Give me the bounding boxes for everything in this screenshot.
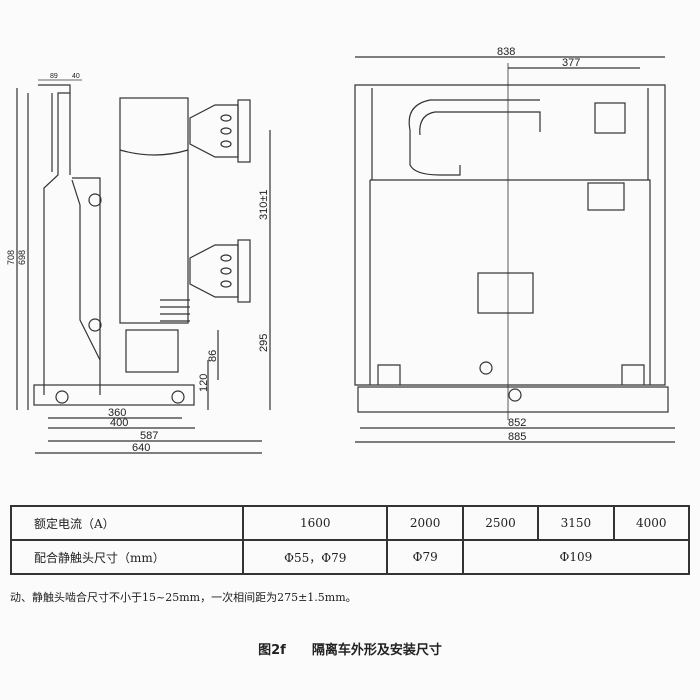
dim-885: 885 (508, 431, 526, 443)
table-cell: 2500 (461, 505, 540, 541)
side-view (16, 79, 271, 454)
dim-89: 89 (50, 73, 58, 80)
table-cell: 1600 (241, 505, 389, 541)
dim-360: 360 (108, 407, 126, 419)
table-row: 配合静触头尺寸（mm） Φ55，Φ79 Φ79 Φ109 (10, 539, 691, 575)
table-cell: 3150 (537, 505, 615, 541)
dim-40: 40 (72, 73, 80, 80)
table-cell: 2000 (386, 505, 464, 541)
note-text: 动、静触头啮合尺寸不小于15~25mm，一次相间距为275±1.5mm。 (10, 591, 357, 604)
dim-120: 120 (198, 374, 210, 392)
table-row: 额定电流（A） 1600 2000 2500 3150 4000 (10, 505, 691, 541)
dim-640: 640 (132, 442, 150, 454)
dim-377: 377 (562, 57, 580, 69)
dim-708: 708 (6, 250, 16, 265)
row-label-size: 配合静触头尺寸（mm） (10, 539, 244, 575)
table-cell: 4000 (612, 505, 691, 541)
dim-698: 698 (17, 250, 27, 265)
dim-852: 852 (508, 417, 526, 429)
contact-size-table: 额定电流（A） 1600 2000 2500 3150 4000 配合静触头尺寸… (10, 505, 691, 575)
table-cell: Φ79 (386, 539, 464, 575)
front-view (354, 56, 675, 443)
dim-838: 838 (497, 46, 515, 58)
dim-310: 310±1 (258, 189, 270, 220)
dim-400: 400 (110, 417, 128, 429)
row-label-current: 额定电流（A） (10, 505, 244, 541)
technical-drawing: 89 40 708 698 310±1 295 86 120 360 400 5… (6, 46, 675, 454)
dim-86: 86 (207, 350, 219, 362)
figure-caption: 图2f 隔离车外形及安装尺寸 (258, 643, 442, 658)
dim-295: 295 (258, 334, 270, 352)
table-cell: Φ55，Φ79 (241, 539, 389, 575)
table-cell: Φ109 (461, 539, 691, 575)
dim-587: 587 (140, 430, 158, 442)
